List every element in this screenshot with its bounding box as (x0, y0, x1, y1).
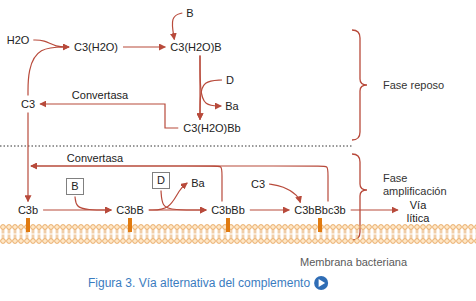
node-text: C3bBb (211, 204, 245, 217)
reaction-arrow (123, 46, 165, 47)
play-icon (314, 276, 328, 290)
molecule-label: D (224, 74, 236, 87)
node-text: H2O (7, 34, 30, 47)
reaction-arrow (31, 166, 328, 202)
reaction-arrow (43, 209, 111, 210)
node-text: C3 (251, 178, 265, 191)
node-text: Ba (191, 177, 204, 190)
node-text: C3(H2O)Bb (183, 122, 240, 135)
node-text: C3(H2O) (74, 41, 118, 54)
phase-divider (0, 146, 352, 147)
phase-label: Fase amplificación (383, 172, 458, 198)
node-text: B (186, 7, 193, 20)
reaction-arrow (200, 56, 221, 107)
edge-label: Convertasa (70, 89, 130, 102)
bound-molecule-label: C3bBb (209, 204, 247, 217)
molecule-label: C3 (19, 98, 37, 111)
membrane-anchor (226, 218, 230, 232)
reaction-arrow (40, 104, 178, 128)
molecule-label: C3(H2O)B (168, 41, 223, 54)
molecule-label: C3 (249, 178, 267, 191)
molecule-label: C3(H2O) (72, 41, 120, 54)
node-text: C3 (21, 98, 35, 111)
reaction-arrow (27, 113, 28, 202)
pathway-label: Vía lítica (401, 199, 435, 225)
reaction-arrow (172, 13, 182, 40)
edge-label: Convertasa (65, 152, 125, 165)
play-icon-triangle (319, 279, 326, 287)
node-text: Ba (225, 100, 238, 113)
reaction-arrow (149, 209, 206, 210)
phase-bracket (352, 30, 367, 140)
reaction-arrow (269, 184, 300, 203)
node-text: C3bBbc3b (294, 204, 345, 217)
reaction-arrow (28, 47, 69, 96)
molecule-label: H2O (5, 34, 32, 47)
membrane-anchor (318, 218, 322, 232)
membrane-anchor (26, 218, 30, 232)
node-text: D (157, 174, 165, 187)
factor-box: B (66, 178, 83, 195)
play-icon-disc (314, 276, 328, 290)
bound-molecule-label: C3b (16, 204, 40, 217)
figure-caption: Figura 3. Vía alternativa del complement… (88, 276, 310, 290)
node-text: C3bB (116, 204, 144, 217)
node-text: Vía lítica (403, 199, 433, 225)
molecule-label: Ba (223, 100, 240, 113)
membrane-anchor (128, 218, 132, 232)
reaction-arrow (351, 209, 398, 210)
reaction-arrow (75, 197, 111, 211)
node-text: D (226, 74, 234, 87)
reaction-arrow (33, 40, 69, 47)
bacterial-membrane (0, 224, 476, 244)
molecule-label: Ba (189, 177, 206, 190)
node-text: C3(H2O)B (170, 41, 221, 54)
membrane-label: Membrana bacteriana (300, 256, 407, 269)
bound-molecule-label: C3bBbc3b (292, 204, 347, 217)
reaction-arrow (250, 209, 289, 210)
molecule-label: C3(H2O)Bb (181, 122, 242, 135)
factor-box: D (152, 172, 170, 189)
phase-label: Fase reposo (383, 79, 444, 92)
reaction-arrow (31, 166, 222, 202)
node-text: B (71, 180, 78, 193)
molecule-label: B (184, 7, 195, 20)
node-text: C3b (18, 204, 38, 217)
bound-molecule-label: C3bB (114, 204, 146, 217)
